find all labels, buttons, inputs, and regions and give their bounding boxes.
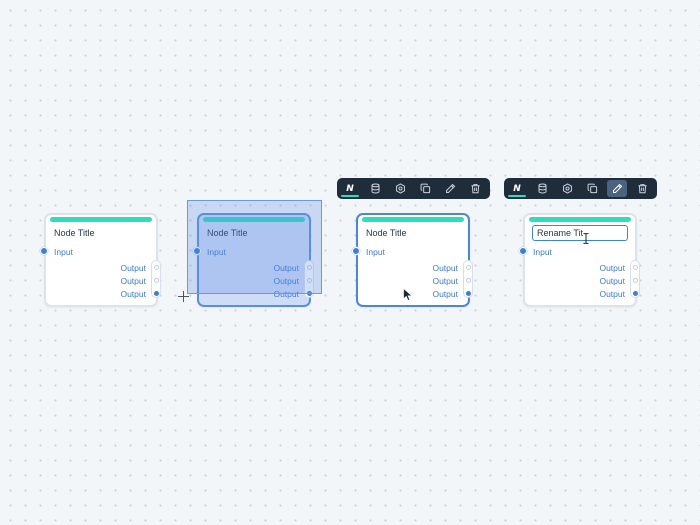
output-label: Output	[599, 276, 625, 286]
database-icon[interactable]	[532, 180, 552, 197]
output-label: Output	[273, 263, 299, 273]
duplicate-icon[interactable]	[415, 180, 435, 197]
input-label: Input	[54, 247, 73, 257]
output-port[interactable]	[632, 265, 638, 270]
output-ports	[463, 260, 473, 298]
output-port[interactable]	[306, 278, 312, 283]
node-title: Node Title	[207, 228, 248, 238]
input-port[interactable]	[519, 247, 527, 255]
output-port[interactable]	[632, 291, 638, 296]
node-toolbar-2: N	[504, 178, 657, 199]
output-port[interactable]	[153, 278, 159, 283]
input-label: Input	[533, 247, 552, 257]
edit-icon[interactable]	[440, 180, 460, 197]
database-icon[interactable]	[365, 180, 385, 197]
duplicate-icon[interactable]	[582, 180, 602, 197]
output-label: Output	[599, 289, 625, 299]
edit-icon[interactable]	[607, 180, 627, 197]
active-underline	[341, 195, 359, 197]
output-port[interactable]	[465, 278, 471, 283]
output-label: Output	[432, 276, 458, 286]
output-label: Output	[432, 263, 458, 273]
active-underline	[508, 195, 526, 197]
output-port[interactable]	[632, 278, 638, 283]
output-ports	[630, 260, 640, 298]
node-title: Node Title	[366, 228, 407, 238]
logo-icon[interactable]: N	[507, 180, 527, 197]
node-card-4[interactable]: Input Output Output Output	[519, 213, 640, 307]
output-label: Output	[120, 289, 146, 299]
delete-icon[interactable]	[632, 180, 652, 197]
output-label: Output	[120, 276, 146, 286]
output-port[interactable]	[153, 265, 159, 270]
node-card-2[interactable]: Node Title Input Output Output Output	[193, 213, 314, 307]
output-label: Output	[432, 289, 458, 299]
output-ports	[151, 260, 161, 298]
output-port[interactable]	[465, 291, 471, 296]
node-title: Node Title	[54, 228, 95, 238]
node-header-bar	[50, 217, 152, 222]
input-port[interactable]	[352, 247, 360, 255]
crosshair-cursor-icon	[178, 291, 189, 302]
node-card-3[interactable]: Node Title Input Output Output Output	[352, 213, 473, 307]
input-label: Input	[207, 247, 226, 257]
output-label: Output	[273, 289, 299, 299]
input-port[interactable]	[40, 247, 48, 255]
node-header-bar	[203, 217, 305, 222]
output-port[interactable]	[306, 265, 312, 270]
settings-icon[interactable]	[557, 180, 577, 197]
text-cursor-icon	[583, 233, 589, 244]
output-label: Output	[599, 263, 625, 273]
settings-icon[interactable]	[390, 180, 410, 197]
pointer-cursor-icon	[403, 288, 413, 301]
node-header-bar	[362, 217, 464, 222]
output-port[interactable]	[153, 291, 159, 296]
selection-rectangle	[187, 200, 322, 294]
input-label: Input	[366, 247, 385, 257]
rename-title-input[interactable]	[532, 225, 628, 241]
delete-icon[interactable]	[465, 180, 485, 197]
node-card-1[interactable]: Node Title Input Output Output Output	[40, 213, 161, 307]
node-header-bar	[529, 217, 631, 222]
logo-icon[interactable]: N	[340, 180, 360, 197]
node-toolbar-1: N	[337, 178, 490, 199]
output-port[interactable]	[465, 265, 471, 270]
output-label: Output	[120, 263, 146, 273]
output-label: Output	[273, 276, 299, 286]
input-port[interactable]	[193, 247, 201, 255]
